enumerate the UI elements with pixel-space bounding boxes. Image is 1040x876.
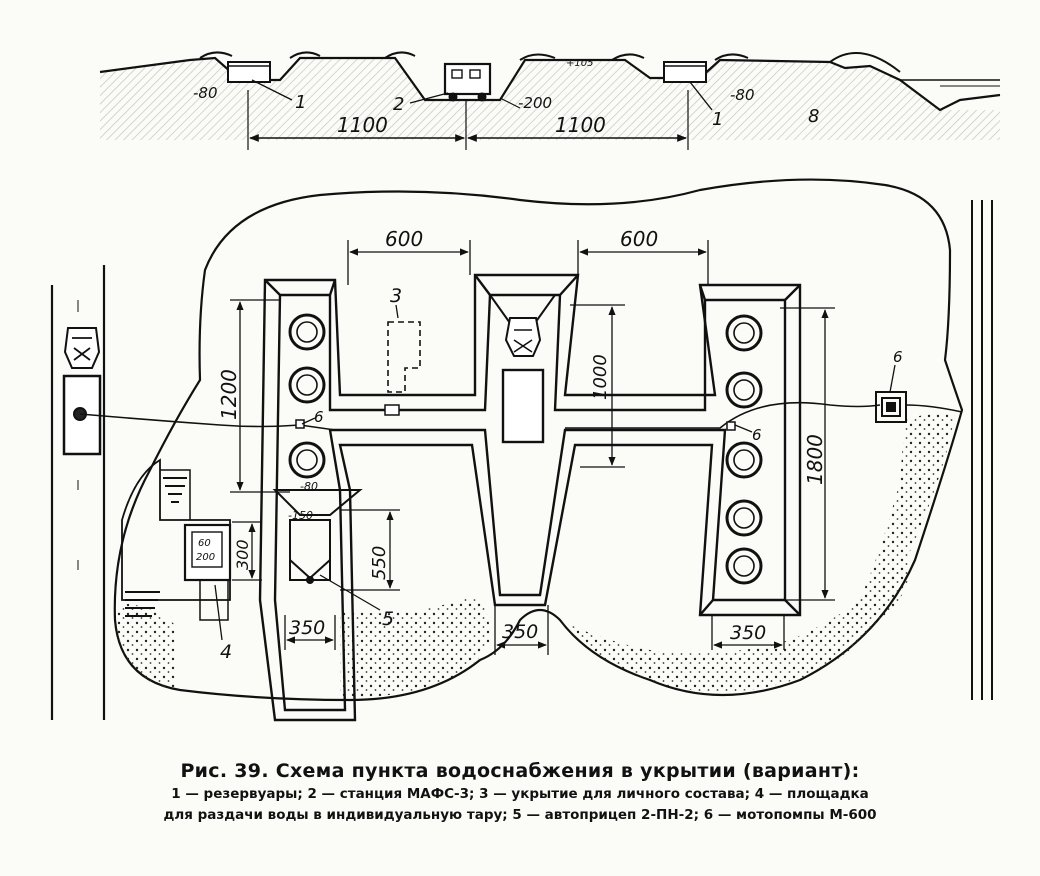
water-supply-diagram: -80 1 2 -200 +105 -80 1 8 1100 1100	[50, 51, 1001, 722]
pump-icon-mid	[726, 421, 736, 431]
label-4: 4	[220, 641, 232, 663]
figure-caption: Рис. 39. Схема пункта водоснабжения в ук…	[40, 760, 1000, 824]
depth-150: -150	[288, 509, 313, 522]
label-6-right: 6	[752, 426, 762, 444]
dim-1000: 1000	[590, 354, 611, 400]
dim-350-b: 350	[502, 621, 538, 643]
reservoirs-right	[725, 314, 763, 585]
shelter-entry	[384, 404, 400, 416]
soil-bottom-right	[560, 560, 910, 693]
shelter-outline	[387, 321, 421, 393]
trailer-icon	[289, 519, 331, 584]
label-8: 8	[808, 106, 819, 127]
dim-550: 550	[369, 546, 390, 580]
height-label: +105	[566, 58, 593, 69]
dim-350-a: 350	[289, 617, 325, 639]
station-mafs	[501, 317, 545, 444]
dim-1100-left: 1100	[337, 113, 388, 137]
reservoirs-left	[288, 313, 326, 479]
caption-title: Рис. 39. Схема пункта водоснабжения в ук…	[180, 760, 860, 782]
label-5: 5	[382, 608, 394, 630]
distribution-platform	[121, 458, 232, 621]
road-left	[50, 265, 106, 720]
dim-350-c: 350	[730, 622, 766, 644]
plan-dimensions	[214, 240, 896, 655]
caption-legend-line2: для раздачи воды в индивидуальную тару; …	[163, 807, 877, 823]
soil-left	[115, 604, 175, 690]
caption-legend-line1: 1 — резервуары; 2 — станция МАФС-3; 3 — …	[171, 786, 869, 802]
depth-center-label: -200	[518, 94, 552, 112]
soil-bottom-left	[340, 598, 490, 698]
river-right	[971, 200, 993, 700]
pipeline	[79, 401, 963, 431]
dim-600-left: 600	[385, 227, 423, 251]
dim-600-right: 600	[620, 227, 658, 251]
dim-1100-right: 1100	[555, 113, 606, 137]
label-1-right: 1	[712, 109, 723, 130]
cross-section	[99, 51, 1001, 150]
label-1-left: 1	[295, 92, 306, 113]
pump-icon-left	[295, 419, 305, 429]
depth-right-label: -80	[730, 86, 755, 104]
soil-right	[850, 413, 955, 620]
tank-60: 60	[198, 538, 211, 549]
label-6-pump: 6	[893, 348, 903, 366]
truck-icon	[62, 327, 102, 456]
label-2: 2	[393, 94, 404, 115]
dim-300: 300	[233, 539, 252, 570]
tank-200: 200	[196, 552, 215, 563]
left-trench	[258, 273, 802, 722]
dim-1800: 1800	[803, 434, 827, 485]
cross-section-labels: -80 1 2 -200 +105 -80 1 8 1100 1100	[193, 58, 819, 137]
depth-left-label: -80	[193, 84, 218, 102]
pump-icon-right	[875, 391, 907, 423]
label-6-left: 6	[314, 408, 324, 426]
depth-80: -80	[300, 480, 318, 493]
label-3: 3	[390, 285, 402, 307]
dim-1200: 1200	[217, 369, 241, 420]
plan-labels: 600 600 1200 1000 1800 550 300 350 350 3…	[196, 227, 903, 663]
